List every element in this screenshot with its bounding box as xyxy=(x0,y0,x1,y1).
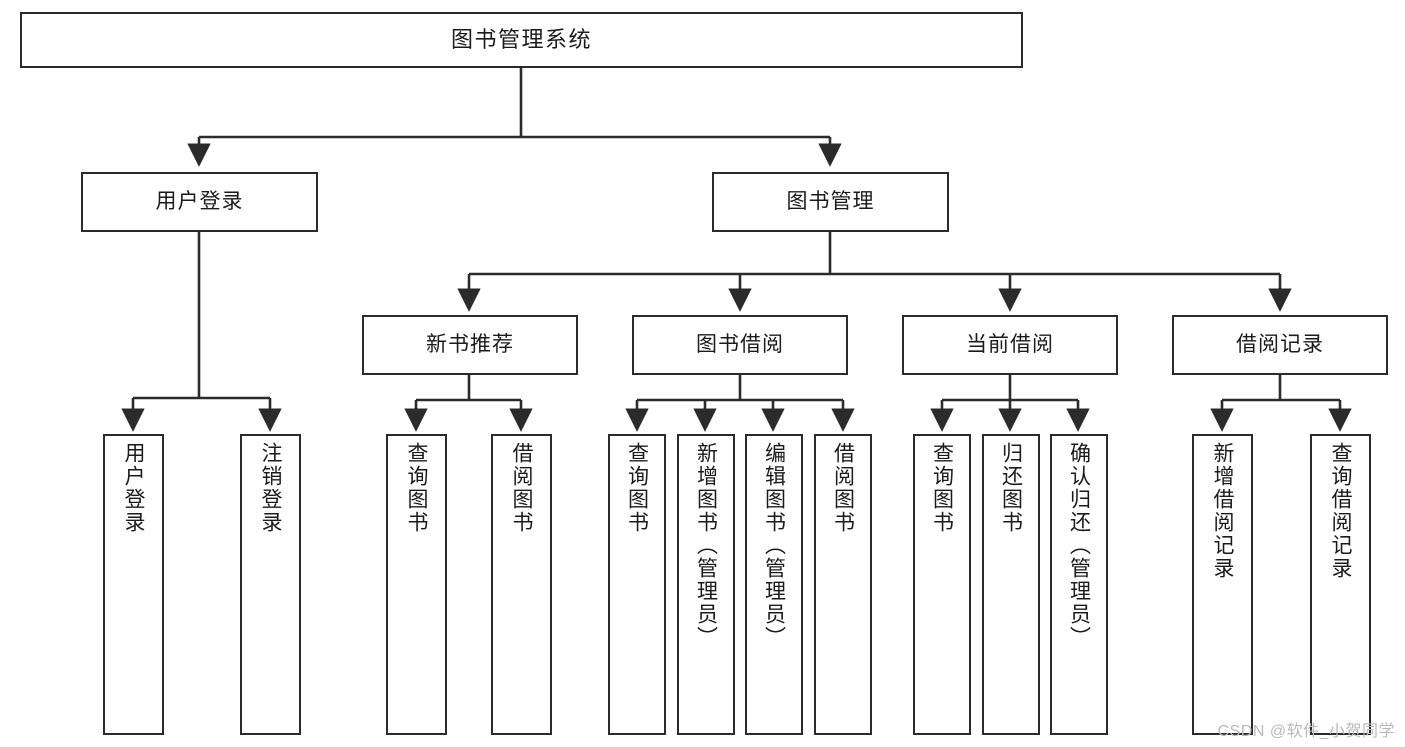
node-label: 确认归还（管理员） xyxy=(1067,442,1091,649)
leaf-query-book-new-book[interactable]: 查询图书 xyxy=(386,434,447,735)
node-label: 查询借阅记录 xyxy=(1329,442,1352,580)
node-label: 用户登录 xyxy=(122,442,145,534)
node-label: 查询图书 xyxy=(405,442,428,534)
node-label: 编辑图书（管理员） xyxy=(762,442,786,649)
node-label: 新书推荐 xyxy=(426,332,514,356)
node-label: 借阅图书 xyxy=(510,442,533,534)
node-label: 图书管理系统 xyxy=(450,27,592,53)
csdn-watermark: CSDN @软件_小贺同学 xyxy=(1217,723,1395,740)
node-label: 归还图书 xyxy=(999,442,1023,534)
node-book-borrowing[interactable]: 图书借阅 xyxy=(632,315,848,375)
leaf-query-book-borrowing[interactable]: 查询图书 xyxy=(608,434,666,735)
leaf-query-book-current[interactable]: 查询图书 xyxy=(913,434,971,735)
leaf-confirm-return-admin[interactable]: 确认归还（管理员） xyxy=(1050,434,1108,735)
leaf-borrow-book-new-book[interactable]: 借阅图书 xyxy=(491,434,552,735)
node-label: 图书借阅 xyxy=(696,332,784,356)
leaf-return-book[interactable]: 归还图书 xyxy=(982,434,1040,735)
leaf-user-login[interactable]: 用户登录 xyxy=(103,434,164,735)
node-label: 查询图书 xyxy=(625,442,649,534)
leaf-add-borrow-record[interactable]: 新增借阅记录 xyxy=(1192,434,1253,735)
node-book-management[interactable]: 图书管理 xyxy=(712,172,949,232)
leaf-add-book-admin[interactable]: 新增图书（管理员） xyxy=(677,434,735,735)
node-label: 用户登录 xyxy=(155,189,244,213)
leaf-query-borrow-record[interactable]: 查询借阅记录 xyxy=(1310,434,1371,735)
node-borrowing-record[interactable]: 借阅记录 xyxy=(1172,315,1388,375)
node-new-book-recommendation[interactable]: 新书推荐 xyxy=(362,315,578,375)
leaf-borrow-book-borrowing[interactable]: 借阅图书 xyxy=(814,434,872,735)
node-user-login[interactable]: 用户登录 xyxy=(81,172,318,232)
node-label: 查询图书 xyxy=(930,442,954,534)
leaf-logout-login[interactable]: 注销登录 xyxy=(240,434,301,735)
node-label: 新增图书（管理员） xyxy=(694,442,718,649)
node-label: 注销登录 xyxy=(259,442,282,534)
node-current-borrowing[interactable]: 当前借阅 xyxy=(902,315,1118,375)
node-label: 当前借阅 xyxy=(966,332,1054,356)
node-root-book-management-system[interactable]: 图书管理系统 xyxy=(20,12,1023,68)
node-label: 新增借阅记录 xyxy=(1211,442,1234,580)
node-label: 图书管理 xyxy=(786,189,875,213)
node-label: 借阅图书 xyxy=(831,442,855,534)
leaf-edit-book-admin[interactable]: 编辑图书（管理员） xyxy=(745,434,803,735)
node-label: 借阅记录 xyxy=(1236,332,1324,356)
